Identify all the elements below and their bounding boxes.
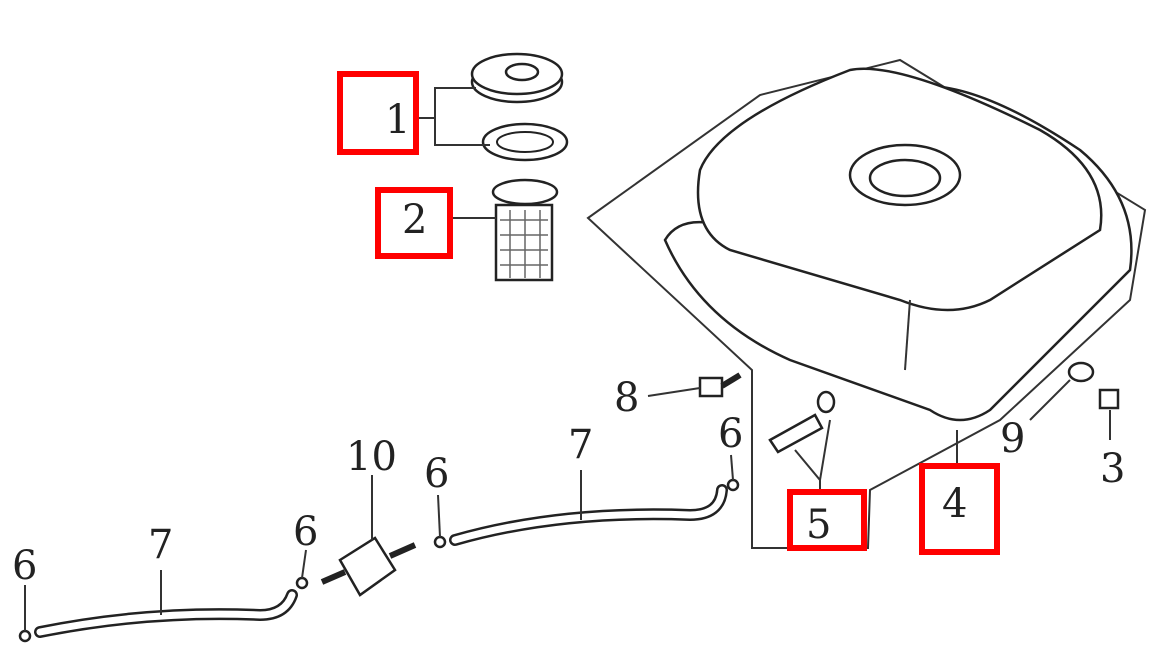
callout-9: 9 [1000,416,1025,462]
callout-3: 3 [1100,446,1125,492]
callout-6: 6 [718,411,743,457]
callout-4: 4 [942,481,967,527]
clamp [726,478,740,492]
callout-2: 2 [402,197,427,243]
fuel-filter [320,536,417,597]
highlight-box-4 [919,463,1000,555]
callout-6: 6 [293,509,318,555]
callout-10: 10 [346,434,397,480]
callout-6: 6 [12,543,37,589]
highlight-box-5 [787,489,867,551]
fuel-strainer [491,178,559,282]
fuel-valve [768,390,836,454]
clamp [18,629,32,643]
o-ring [1067,361,1095,383]
bolt [698,372,742,398]
callout-8: 8 [614,375,639,421]
callout-5: 5 [806,502,831,548]
drain-nut [1098,388,1120,410]
callout-6: 6 [424,451,449,497]
fuel-tank [663,67,1133,422]
clamp [433,535,447,549]
highlight-box-1 [337,71,419,155]
fuel-cap [470,52,564,104]
callout-7: 7 [148,522,173,568]
callout-7: 7 [568,422,593,468]
clamp [295,576,309,590]
highlight-box-2 [375,187,453,259]
callout-1: 1 [385,97,410,143]
